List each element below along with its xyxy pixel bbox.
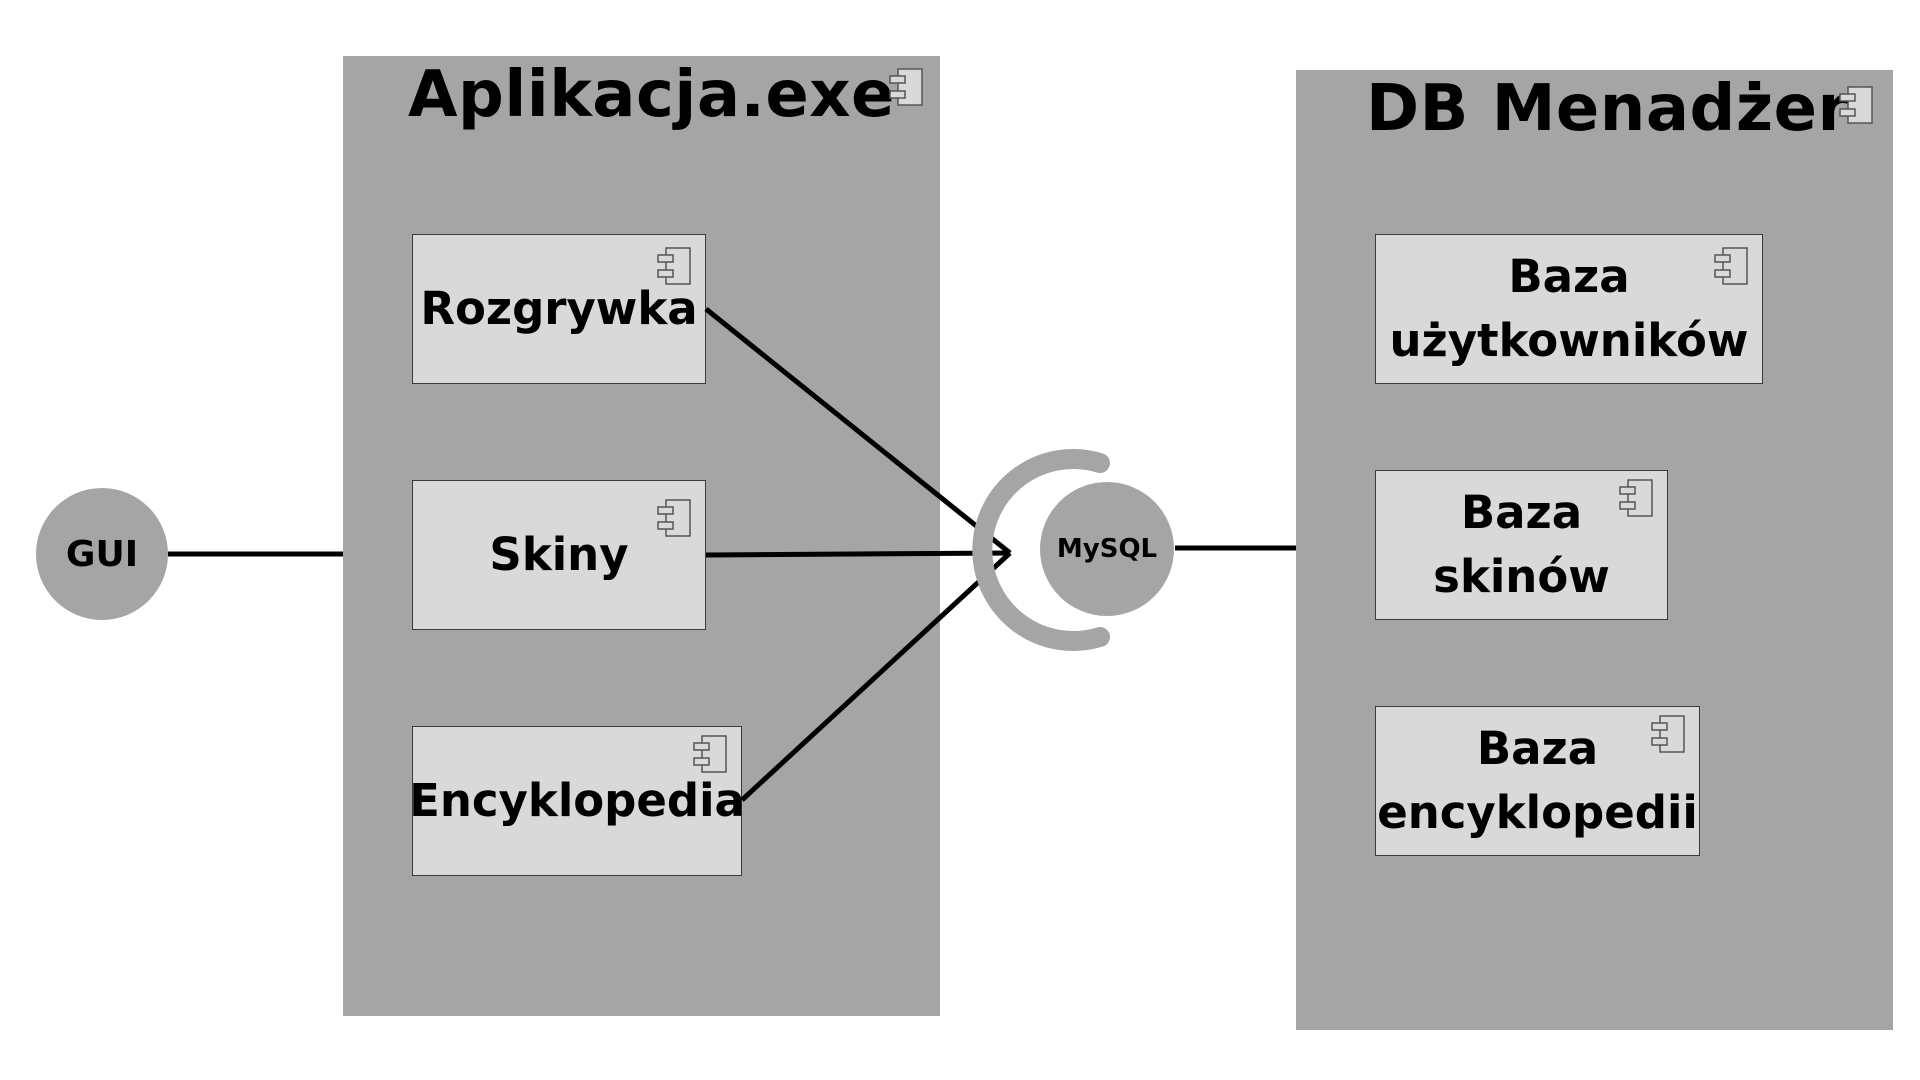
component-baza-encyklopedii-label: Baza encyklopedii bbox=[1377, 722, 1698, 839]
component-encyklopedia: Encyklopedia bbox=[409, 726, 745, 876]
connector-rozgrywka-mysql bbox=[704, 307, 1012, 555]
component-baza-uzytkownikow-label: Baza użytkowników bbox=[1389, 250, 1749, 367]
connector-encyklopedia-mysql bbox=[740, 551, 1012, 802]
container-aplikacja-title: Aplikacja.exe bbox=[408, 58, 895, 132]
container-db-menadzer-title: DB Menadżer bbox=[1366, 72, 1850, 146]
component-encyklopedia-label: Encyklopedia bbox=[409, 774, 745, 827]
component-rozgrywka: Rozgrywka bbox=[412, 234, 706, 384]
component-skiny-label: Skiny bbox=[489, 528, 629, 581]
component-baza-skinow-label: Baza skinów bbox=[1433, 486, 1610, 603]
required-interface-socket bbox=[972, 449, 1110, 651]
component-skiny: Skiny bbox=[412, 480, 706, 630]
component-baza-encyklopedii: Baza encyklopedii bbox=[1375, 706, 1700, 856]
gui-node: GUI bbox=[36, 488, 168, 620]
component-rozgrywka-label: Rozgrywka bbox=[420, 282, 698, 335]
mysql-interface: MySQL bbox=[1040, 482, 1174, 616]
mysql-interface-label: MySQL bbox=[1056, 534, 1158, 564]
component-baza-skinow: Baza skinów bbox=[1375, 470, 1668, 620]
gui-node-label: GUI bbox=[65, 533, 139, 575]
connector-skiny-mysql bbox=[705, 550, 1011, 558]
component-baza-uzytkownikow: Baza użytkowników bbox=[1375, 234, 1763, 384]
